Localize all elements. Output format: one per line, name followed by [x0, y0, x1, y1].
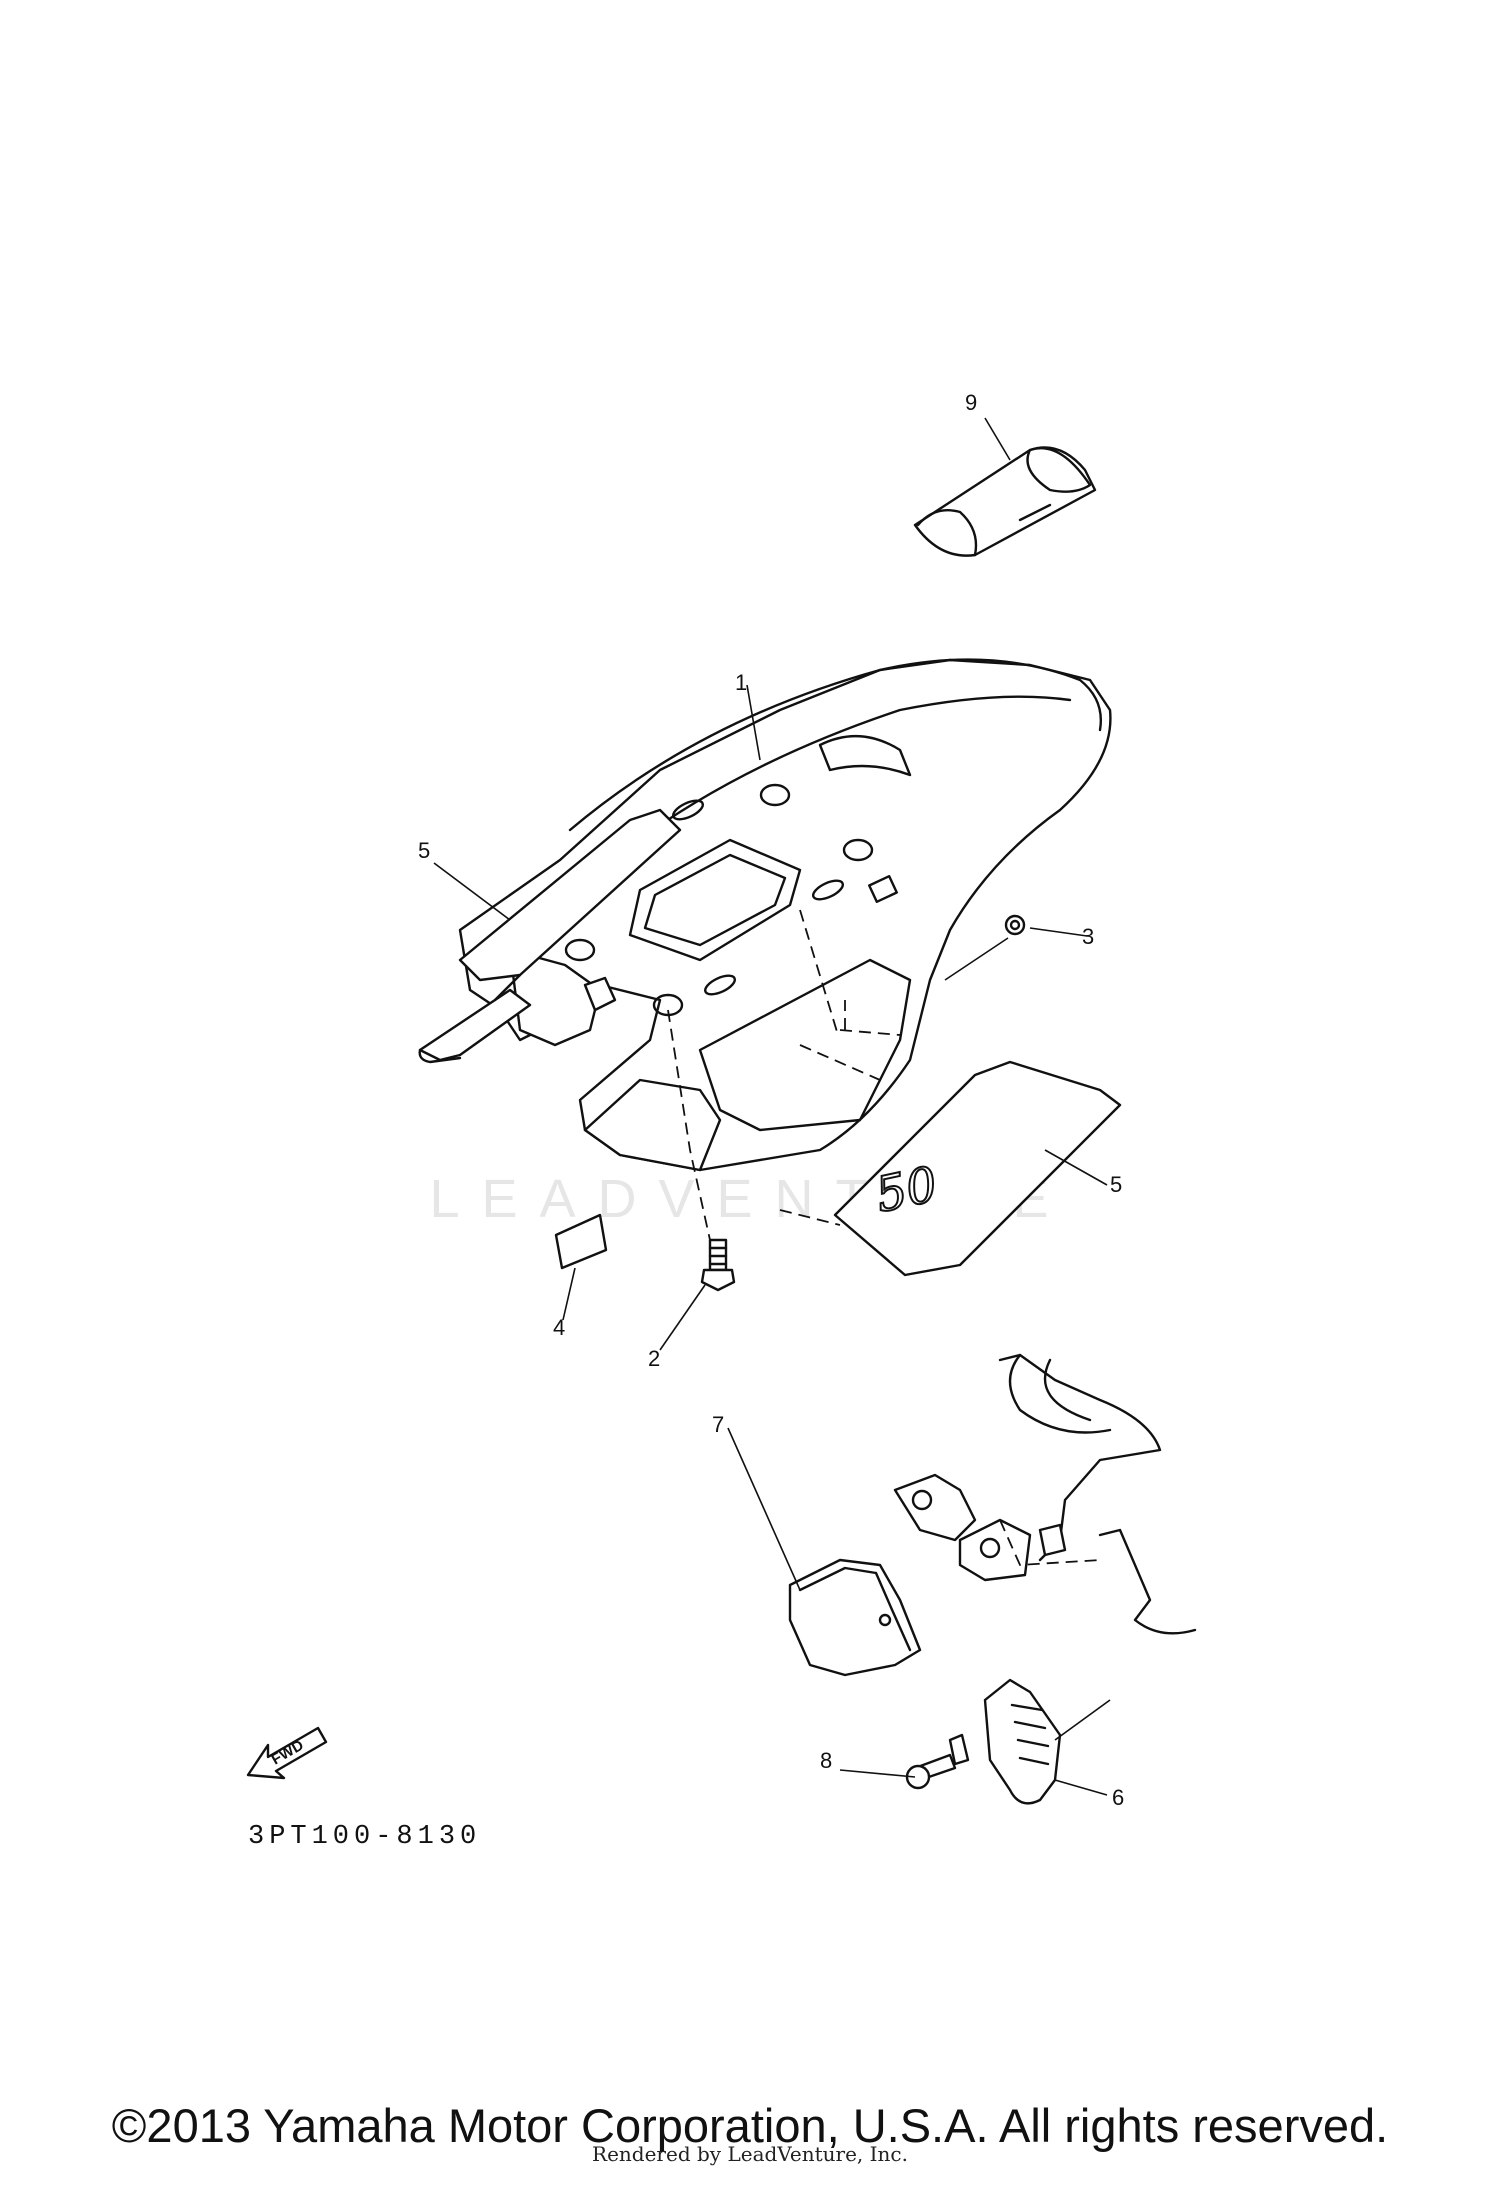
- callout-3: 3: [1082, 924, 1094, 949]
- part-2-bolt: [700, 1238, 736, 1292]
- part-5-number-plate-decal: 50: [833, 1060, 1122, 1277]
- callout-5-right: 5: [1110, 1172, 1122, 1197]
- diagram-part-code: 3PT100-8130: [248, 1822, 482, 1852]
- part-7-guard: [788, 1558, 922, 1677]
- callout-6: 6: [1112, 1785, 1124, 1810]
- callout-4: 4: [553, 1315, 565, 1340]
- callout-1: 1: [735, 670, 747, 695]
- callout-leader-lines: [433, 417, 1111, 1796]
- part-6-heel-plate: [983, 1678, 1062, 1805]
- callout-5-upper: 5: [418, 838, 430, 863]
- callout-2: 2: [648, 1346, 660, 1371]
- callout-numbers: 9 1 5 3 5 4 2 7 8 6: [418, 390, 1124, 1810]
- frame-detail: [893, 1353, 1197, 1635]
- part-3-screw: [1004, 914, 1026, 936]
- callout-8: 8: [820, 1748, 832, 1773]
- fender-number-text: 50: [871, 1156, 942, 1223]
- assembly-dashed-lines: [667, 909, 901, 1241]
- callout-9: 9: [965, 390, 977, 415]
- copyright-notice: ©2013 Yamaha Motor Corporation, U.S.A. A…: [111, 2099, 1389, 2152]
- part-1-rear-fender: [458, 658, 1112, 1172]
- part-4-small-pad: [554, 1213, 608, 1270]
- part-5-side-decal-left: [418, 808, 682, 1064]
- rendered-by-credit: Rendered by LeadVenture, Inc.: [592, 2142, 908, 2166]
- fwd-direction-arrow: FWD: [246, 1726, 328, 1780]
- part-9-pad: [913, 446, 1097, 557]
- part-8-screw: [905, 1733, 970, 1790]
- callout-7: 7: [712, 1412, 724, 1437]
